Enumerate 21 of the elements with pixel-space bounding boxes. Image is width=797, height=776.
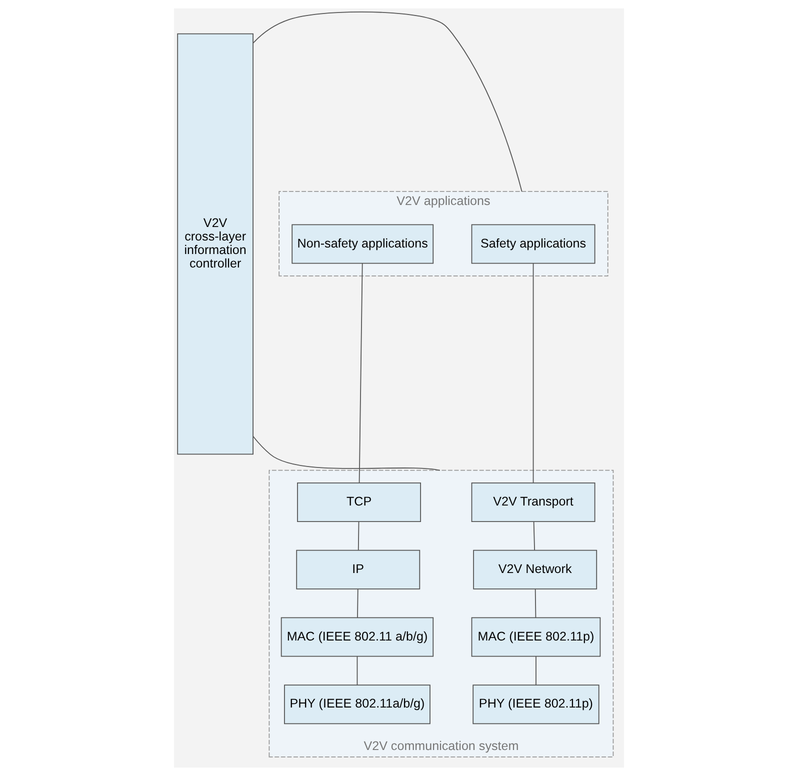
node-box: MAC (IEEE 802.11p) (470, 617, 600, 657)
node-box: PHY (IEEE 802.11p) (472, 684, 599, 724)
connector (534, 588, 536, 618)
node-box: V2V Transport (470, 482, 595, 522)
connector (358, 262, 362, 484)
node-box: IP (296, 550, 420, 590)
node-box: Non-safety applications (291, 224, 434, 264)
connector (356, 656, 358, 686)
node-box: Safety applications (470, 224, 595, 264)
connector (357, 521, 359, 551)
connector (532, 521, 535, 551)
node-box: V2V cross-layer information controller (176, 33, 253, 455)
connector (535, 656, 536, 686)
node-box: TCP (296, 482, 420, 522)
connector (252, 436, 440, 471)
connector (356, 588, 358, 618)
connector (532, 262, 534, 484)
node-box: MAC (IEEE 802.11 a/b/g) (280, 617, 434, 657)
node-box: PHY (IEEE 802.11a/b/g) (284, 684, 430, 724)
node-box: V2V Network (472, 550, 597, 590)
connector (252, 11, 522, 192)
